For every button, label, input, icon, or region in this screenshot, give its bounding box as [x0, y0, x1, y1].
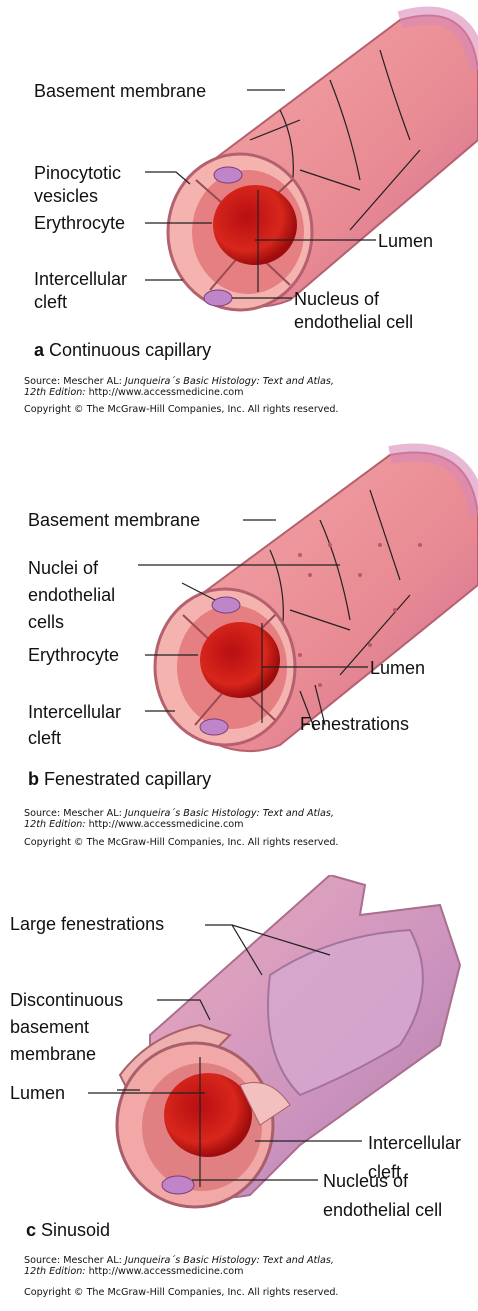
label-erythrocyte: Erythrocyte [34, 212, 125, 235]
copyright-b: Copyright © The McGraw-Hill Companies, I… [24, 837, 339, 848]
label-erythrocyte-b: Erythrocyte [28, 644, 119, 667]
label-nucleus-endothelial: Nucleus of endothelial cell [294, 288, 413, 334]
label-nucleus-endothelial-c: Nucleus of endothelial cell [323, 1167, 442, 1225]
label-intercellular-cleft: Intercellular cleft [34, 268, 127, 314]
source-citation-c: Source: Mescher AL: Junqueira´s Basic Hi… [24, 1255, 334, 1277]
label-basement-membrane: Basement membrane [34, 80, 206, 103]
source-citation-a: Source: Mescher AL: Junqueira´s Basic Hi… [24, 376, 334, 398]
label-basement-membrane-b: Basement membrane [28, 509, 200, 532]
label-pinocytotic-vesicles: Pinocytotic vesicles [34, 162, 121, 208]
label-large-fenestrations: Large fenestrations [10, 913, 164, 936]
source-citation-b: Source: Mescher AL: Junqueira´s Basic Hi… [24, 808, 334, 830]
label-intercellular-cleft-b: Intercellular cleft [28, 699, 121, 751]
label-fenestrations: Fenestrations [300, 713, 409, 736]
label-nuclei-endothelial: Nuclei of endothelial cells [28, 555, 115, 636]
panel-continuous-capillary: Basement membrane Pinocytotic vesicles E… [0, 0, 478, 435]
copyright-c: Copyright © The McGraw-Hill Companies, I… [24, 1287, 339, 1298]
label-lumen-c: Lumen [10, 1082, 65, 1105]
sinusoid-illustration [0, 875, 478, 1311]
label-lumen: Lumen [378, 230, 433, 253]
label-lumen-b: Lumen [370, 657, 425, 680]
label-discontinuous-basement-membrane: Discontinuous basement membrane [10, 987, 123, 1068]
copyright-a: Copyright © The McGraw-Hill Companies, I… [24, 404, 339, 415]
panel-fenestrated-capillary: Basement membrane Nuclei of endothelial … [0, 435, 478, 875]
panel-sinusoid: Large fenestrations Discontinuous baseme… [0, 875, 478, 1311]
